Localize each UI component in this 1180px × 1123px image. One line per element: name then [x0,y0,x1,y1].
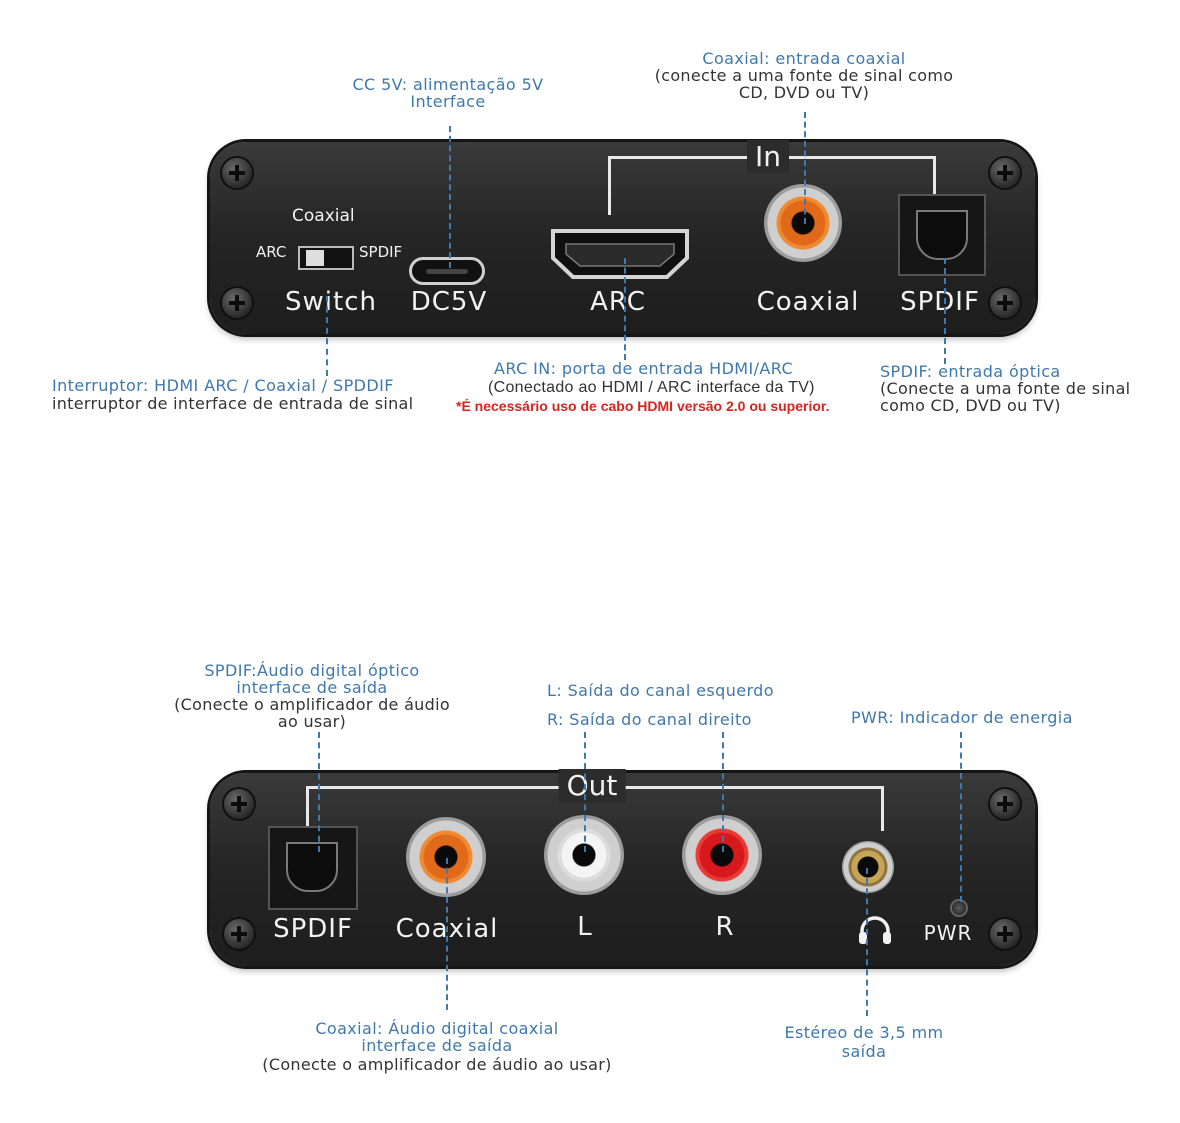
lr-left-line: L: Saída do canal esquerdo [547,681,774,700]
switch-arc-label: ARC [256,243,287,261]
lr-right-line: R: Saída do canal direito [547,710,752,729]
cc5v-line2: Interface [410,92,486,111]
spdif-out-callout: SPDIF:Áudio digital óptico interface de … [174,662,450,730]
left-channel-leader [584,732,586,852]
toggle-switch-icon [306,250,324,266]
spdif-output-port[interactable] [268,826,358,910]
headphone-icon [859,916,891,944]
coax-out-leader [446,858,448,1010]
spdif-out-line2: interface de saída [236,678,388,697]
coax-out-line2: interface de saída [361,1036,513,1055]
screw-icon [990,919,1020,949]
switch-label: Switch [285,287,377,317]
right-channel-leader [722,732,724,852]
screw-icon [990,288,1020,318]
cc5v-callout: CC 5V: alimentação 5V Interface [352,76,543,110]
screw-icon [224,789,254,819]
stereo-leader [866,868,868,1016]
cc5v-line1: CC 5V: alimentação 5V [352,75,544,94]
arc-port-label: ARC [590,287,646,317]
spdif-in-line2: (Conecte a uma fonte de sinal [880,379,1131,398]
lr-callout: L: Saída do canal esquerdo R: Saída do c… [547,676,774,734]
stereo-line1: Estéreo de 3,5 mm [784,1023,944,1042]
hdmi-arc-port[interactable] [550,228,690,280]
pwr-callout: PWR: Indicador de energia [851,709,1073,726]
pwr-leader [960,732,962,902]
screw-icon [990,789,1020,819]
switch-callout: Interruptor: HDMI ARC / Coaxial / SPDDIF… [52,377,413,413]
arc-in-callout: ARC IN: porta de entrada HDMI/ARC (Conec… [456,359,829,416]
coax-out-callout: Coaxial: Áudio digital coaxial interface… [262,1020,611,1073]
spdif-out-leader [318,732,320,852]
power-led [952,901,966,915]
headphone-jack[interactable] [842,841,894,893]
coax-in-leader [804,112,806,224]
switch-line1: Interruptor: HDMI ARC / Coaxial / SPDDIF [52,376,394,395]
screw-icon [222,288,252,318]
coaxial-input-jack[interactable] [764,184,842,262]
input-panel: In Coaxial ARC SPDIF Switch DC5V ARC Coa… [210,140,1035,334]
spdif-out-line1: SPDIF:Áudio digital óptico [204,661,420,680]
spdif-in-callout: SPDIF: entrada óptica (Conecte a uma fon… [880,363,1130,414]
coaxial-input-label: Coaxial [756,287,860,317]
right-channel-label: R [715,912,735,942]
switch-line2: interruptor de interface de entrada de s… [52,394,414,413]
switch-coaxial-label: Coaxial [292,206,355,226]
screw-icon [224,919,254,949]
switch-leader [326,296,328,376]
stereo-line2: saída [841,1042,887,1061]
arc-in-leader [624,258,626,360]
coax-out-line3: (Conecte o amplificador de áudio ao usar… [262,1055,612,1074]
spdif-out-line3: (Conecte o amplificador de áudio [174,695,450,714]
dc5v-port[interactable] [409,257,485,285]
coax-in-line1: Coaxial: entrada coaxial [702,49,906,68]
output-panel: Out SPDIF Coaxial L R PWR [210,769,1035,966]
switch-spdif-label: SPDIF [359,243,403,261]
arc-in-line1: ARC IN: porta de entrada HDMI/ARC [494,359,794,378]
screw-icon [990,158,1020,188]
left-channel-label: L [577,912,593,942]
spdif-out-line4: ao usar) [277,712,347,731]
in-label: In [746,140,790,173]
coax-in-line3: CD, DVD ou TV) [738,83,870,102]
stereo-callout: Estéreo de 3,5 mm saída [784,1023,943,1061]
arc-in-note: *É necessário uso de cabo HDMI versão 2.… [456,398,830,414]
spdif-in-line3: como CD, DVD ou TV) [880,396,1061,415]
arc-in-line2: (Conectado ao HDMI / ARC interface da TV… [488,379,815,396]
screw-icon [222,158,252,188]
spdif-input-label: SPDIF [900,287,980,317]
spdif-input-port[interactable] [898,194,986,276]
input-selector-switch[interactable] [298,246,354,270]
spdif-output-label: SPDIF [273,914,353,944]
spdif-in-line1: SPDIF: entrada óptica [880,362,1061,381]
coax-in-callout: Coaxial: entrada coaxial (conecte a uma … [655,50,954,101]
spdif-in-leader [944,258,946,364]
cc5v-leader [449,126,451,268]
pwr-line1: PWR: Indicador de energia [851,708,1073,727]
coax-in-line2: (conecte a uma fonte de sinal como [654,66,954,85]
out-label: Out [558,769,626,802]
dc5v-label: DC5V [410,287,488,317]
pwr-label: PWR [923,921,973,945]
coax-out-line1: Coaxial: Áudio digital coaxial [315,1019,559,1038]
